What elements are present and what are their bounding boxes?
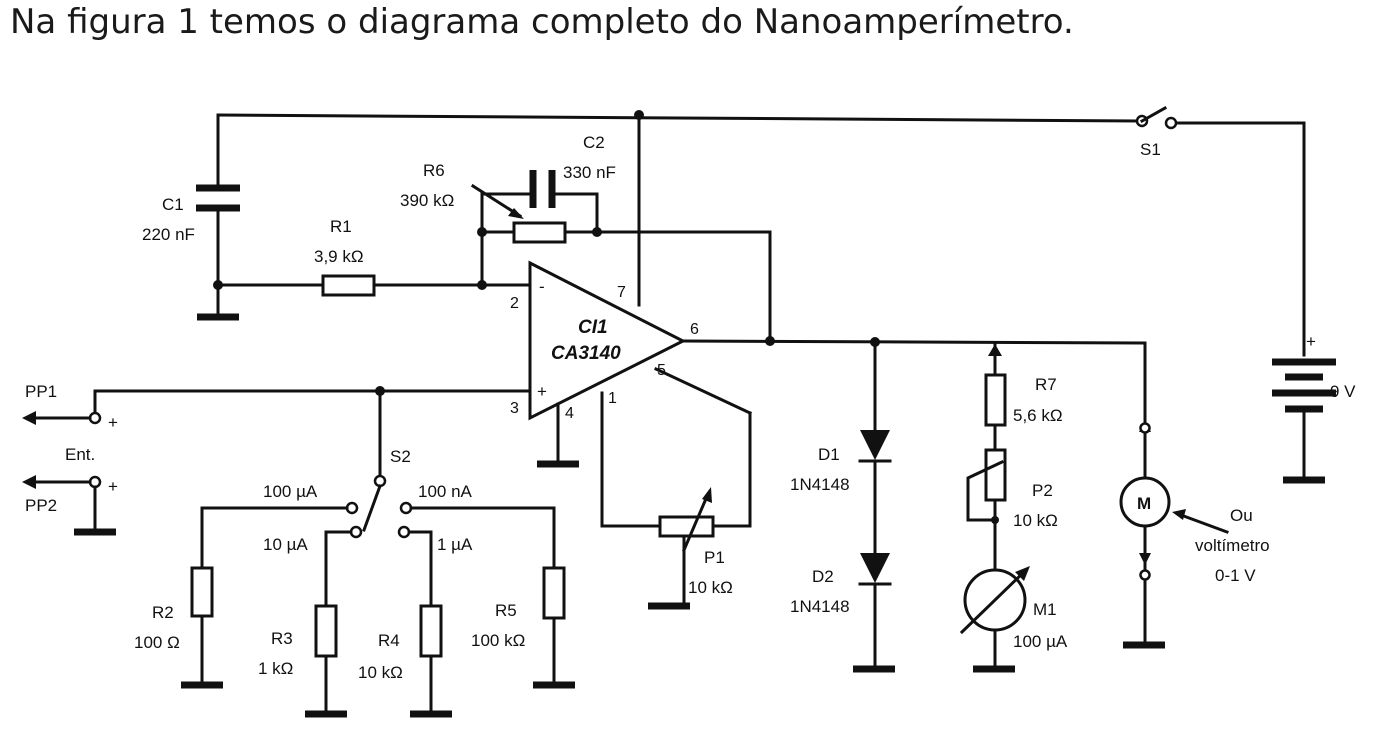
r1-value: 3,9 kΩ [314, 247, 364, 266]
range-switch-s2: S2 100 µA 100 nA 10 µA 1 µA [263, 386, 473, 554]
r4-value: 10 kΩ [358, 663, 403, 682]
battery: + 9 V [1272, 332, 1356, 484]
resistor-r2: R2 100 Ω [134, 506, 349, 689]
d2-value: 1N4148 [790, 597, 850, 616]
meter-symbol: M [1137, 494, 1151, 513]
ic-label: CI1 [578, 317, 608, 338]
r7-label: R7 [1035, 375, 1057, 394]
meter-alt-2: voltímetro [1195, 536, 1270, 555]
opamp-ci1: CI1 CA3140 - + 2 3 4 7 6 5 1 [510, 260, 699, 468]
r1-label: R1 [330, 217, 352, 236]
r2-value: 100 Ω [134, 633, 180, 652]
battery-voltage: 9 V [1330, 382, 1356, 401]
d1-value: 1N4148 [790, 475, 850, 494]
meter-alt-3: 0-1 V [1215, 566, 1256, 585]
caption-text: Na figura 1 temos o diagrama completo do… [10, 2, 1074, 42]
m1-value: 100 µA [1013, 632, 1068, 651]
c2-value: 330 nF [563, 163, 616, 182]
resistor-r1: R1 3,9 kΩ [216, 217, 532, 297]
meter-alt-1: Ou [1230, 506, 1253, 525]
pin-7: 7 [617, 284, 626, 301]
range-1ua: 1 µA [437, 535, 473, 554]
r3-value: 1 kΩ [258, 659, 293, 678]
pin-3: 3 [510, 400, 519, 417]
resistor-r4: R4 10 kΩ [358, 530, 452, 718]
d2-label: D2 [812, 567, 834, 586]
range-100ua: 100 µA [263, 482, 318, 501]
r4-label: R4 [378, 631, 400, 650]
pin-1: 1 [608, 390, 617, 407]
d1-label: D1 [818, 445, 840, 464]
pp2-label: PP2 [25, 496, 57, 515]
m1-label: M1 [1033, 600, 1057, 619]
pin-4: 4 [565, 405, 574, 422]
c1-label: C1 [162, 195, 184, 214]
p1-value: 10 kΩ [688, 578, 733, 597]
r5-label: R5 [495, 601, 517, 620]
pp1-plus: + [108, 413, 118, 432]
output-bus [681, 336, 1147, 422]
battery-plus: + [1306, 332, 1316, 351]
input-terminals: + + PP1 Ent. PP2 [22, 382, 532, 536]
r2-label: R2 [152, 603, 174, 622]
r7-value: 5,6 kΩ [1013, 406, 1063, 425]
minus-sign: - [539, 277, 545, 296]
resistor-r5: R5 100 kΩ [409, 506, 575, 689]
potentiometer-p1: P1 10 kΩ [600, 367, 752, 610]
ic-part: CA3140 [551, 343, 621, 364]
meter-branch: R7 5,6 kΩ P2 10 kΩ M1 100 µA [959, 342, 1068, 673]
range-10ua: 10 µA [263, 535, 308, 554]
supply-rail [216, 110, 1306, 357]
c2-label: C2 [583, 133, 605, 152]
range-100na: 100 nA [418, 482, 473, 501]
pin-2: 2 [510, 295, 519, 312]
r3-label: R3 [271, 629, 293, 648]
r6-label: R6 [423, 161, 445, 180]
r6-value: 390 kΩ [400, 191, 454, 210]
resistor-r3: R3 1 kΩ [258, 530, 353, 718]
pin-6: 6 [690, 321, 699, 338]
p2-value: 10 kΩ [1013, 511, 1058, 530]
s1-label: S1 [1140, 140, 1161, 159]
ent-label: Ent. [65, 445, 95, 464]
s2-label: S2 [390, 447, 411, 466]
p1-label: P1 [704, 548, 725, 567]
feedback-network: R6 390 kΩ C2 330 nF [400, 133, 772, 343]
capacitor-c1: C1 220 nF [142, 113, 240, 321]
pp1-label: PP1 [25, 382, 57, 401]
diode-d2: D2 1N4148 [790, 459, 895, 673]
external-meter: M Ou voltímetro 0-1 V [1119, 418, 1270, 649]
r5-value: 100 kΩ [471, 631, 525, 650]
pp2-plus: + [108, 477, 118, 496]
plus-sign: + [537, 382, 547, 401]
c1-value: 220 nF [142, 225, 195, 244]
diode-d1: D1 1N4148 [790, 340, 892, 494]
p2-label: P2 [1032, 481, 1053, 500]
switch-s1: S1 [1135, 105, 1178, 159]
